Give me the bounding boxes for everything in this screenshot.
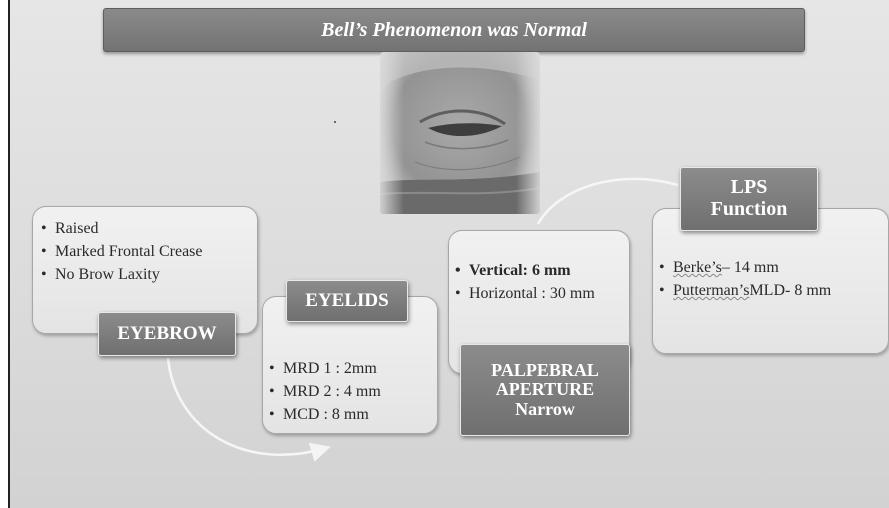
lps-item-berke: Berke’s– 14 mm — [657, 256, 888, 279]
eyebrow-list: Raised Marked Frontal Crease No Brow Lax… — [39, 217, 257, 286]
slide: Bell’s Phenomenon was Normal — [8, 0, 889, 508]
palpebral-item-horizontal: Horizontal : 30 mm — [453, 282, 629, 305]
eyebrow-label: EYEBROW — [98, 312, 236, 356]
eyebrow-item: Marked Frontal Crease — [39, 240, 257, 263]
eyelids-item: MRD 2 : 4 mm — [267, 380, 437, 403]
eyelids-item: MCD : 8 mm — [267, 403, 437, 426]
eyelids-label: EYELIDS — [286, 280, 408, 322]
eyelids-item: MRD 1 : 2mm — [267, 357, 437, 380]
palpebral-item-vertical: Vertical: 6 mm — [453, 259, 629, 282]
lps-item-putterman: Putterman’sMLD- 8 mm — [657, 279, 888, 302]
palpebral-list: Vertical: 6 mm Horizontal : 30 mm — [453, 259, 629, 305]
slide-title: Bell’s Phenomenon was Normal — [321, 19, 587, 42]
lps-list: Berke’s– 14 mm Putterman’sMLD- 8 mm — [657, 256, 888, 302]
eyebrow-item: Raised — [39, 217, 257, 240]
speck — [334, 121, 336, 123]
eyelids-list: MRD 1 : 2mm MRD 2 : 4 mm MCD : 8 mm — [267, 357, 437, 426]
title-banner: Bell’s Phenomenon was Normal — [103, 8, 805, 52]
patient-eye-photo — [380, 52, 540, 214]
eyebrow-item: No Brow Laxity — [39, 263, 257, 286]
lps-label: LPS Function — [680, 167, 818, 231]
palpebral-label: PALPEBRAL APERTURE Narrow — [460, 344, 630, 436]
